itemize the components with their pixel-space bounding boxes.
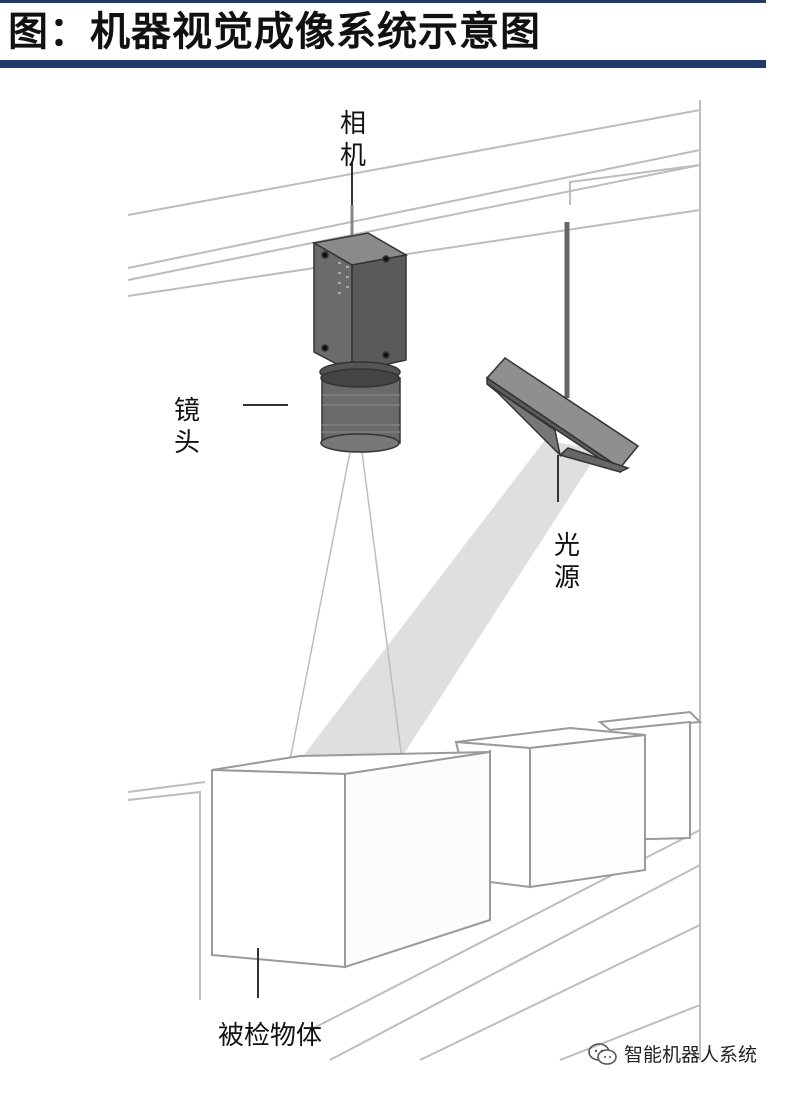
camera-field-of-view bbox=[289, 451, 403, 761]
light-beam bbox=[300, 440, 600, 760]
light-source bbox=[485, 357, 640, 474]
lens-label-text: 镜头 bbox=[173, 396, 200, 458]
object-label: 被检物体 bbox=[217, 1021, 322, 1051]
light-source-label: 光源 bbox=[552, 530, 582, 594]
camera bbox=[311, 232, 409, 374]
watermark-text: 智能机器人系统 bbox=[624, 1044, 758, 1066]
figure-title: 图：机器视觉成像系统示意图 bbox=[8, 9, 541, 55]
leader-lines bbox=[243, 163, 559, 998]
top-rule bbox=[0, 0, 766, 3]
title-rule bbox=[0, 60, 766, 68]
camera-label-text: 相机 bbox=[339, 109, 366, 171]
light-source-label-text: 光源 bbox=[553, 531, 580, 593]
object-box-main bbox=[211, 750, 491, 969]
camera-label: 相机 bbox=[338, 108, 368, 172]
lens bbox=[319, 361, 401, 453]
wechat-icon bbox=[588, 1042, 617, 1065]
lens-label: 镜头 bbox=[172, 395, 202, 459]
watermark: 智能机器人系统 bbox=[588, 1040, 757, 1067]
